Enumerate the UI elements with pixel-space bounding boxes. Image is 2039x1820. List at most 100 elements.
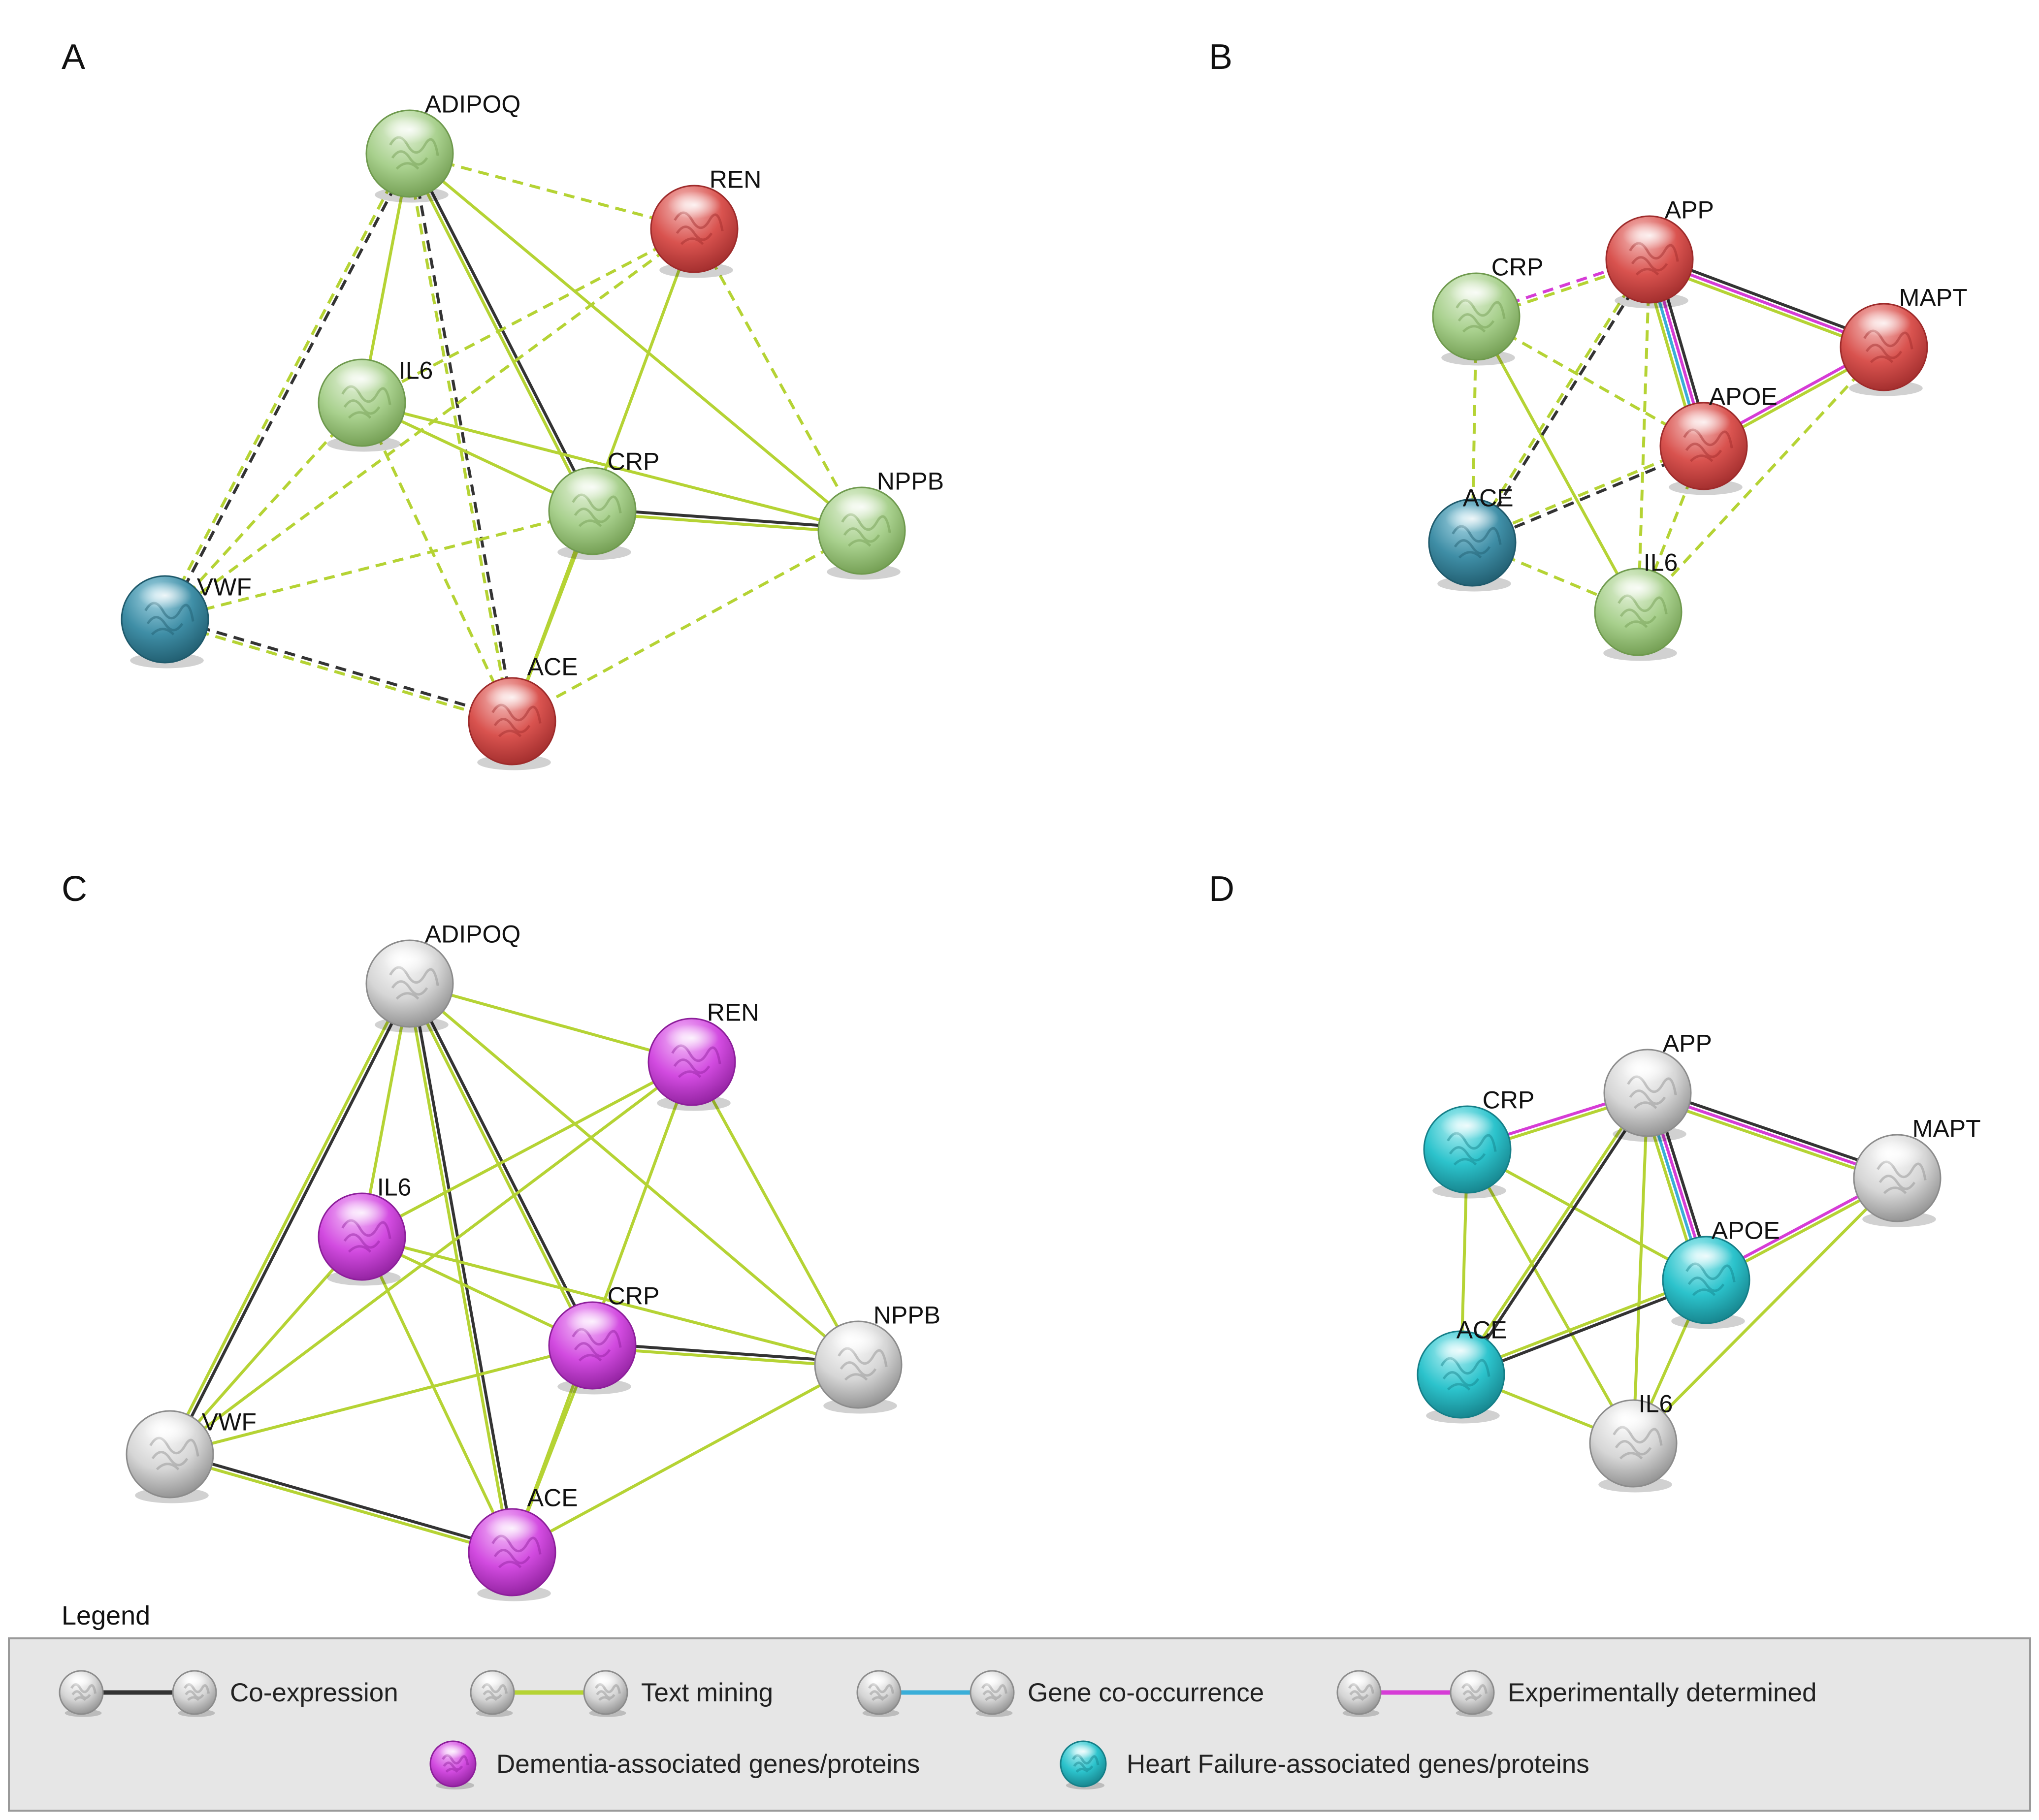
edge-ren-vwf (164, 227, 695, 621)
edge-mapt-il6 (1637, 346, 1885, 613)
node-highlight (565, 473, 619, 501)
node-highlight (479, 1673, 506, 1688)
edge-text-mining (1475, 316, 1640, 613)
node-ace[interactable]: ACE (1428, 484, 1517, 592)
node-highlight (592, 1673, 619, 1688)
edge-nppb-ace (511, 529, 863, 723)
node-label: MAPT (1912, 1115, 1981, 1142)
edge-vwf-ace (168, 1450, 514, 1556)
legend-item-co-expression: Co-expression (59, 1670, 398, 1717)
edge-adipoq-ace (406, 983, 516, 1553)
node-il6[interactable]: IL6 (318, 357, 433, 452)
legend-node-left[interactable] (59, 1670, 104, 1717)
node-ren[interactable]: REN (650, 165, 761, 278)
edge-il6-vwf (163, 401, 363, 621)
node-mapt[interactable]: MAPT (1853, 1115, 1981, 1227)
edge-text-mining (690, 1061, 860, 1366)
node-crp[interactable]: CRP (548, 1282, 659, 1395)
node-ace[interactable]: ACE (468, 653, 578, 770)
legend-node-right[interactable] (583, 1670, 628, 1717)
node-crp[interactable]: CRP (548, 447, 660, 560)
node-vwf[interactable]: VWF (121, 574, 252, 669)
edge-text-mining (1457, 1090, 1647, 1374)
panel-letter-c: C (62, 869, 87, 909)
node-label: IL6 (399, 357, 433, 384)
edge-co-expression (170, 984, 413, 1456)
edge-il6-ace (360, 402, 514, 722)
node-crp[interactable]: CRP (1432, 253, 1543, 366)
node-highlight (67, 1673, 95, 1688)
node-label: CRP (608, 447, 660, 475)
legend-node-right[interactable] (970, 1670, 1015, 1717)
node-highlight (1345, 1673, 1373, 1688)
legend-label: Text mining (641, 1678, 773, 1707)
legend-node-right[interactable] (172, 1670, 217, 1717)
edge-adipoq-crp (406, 152, 596, 513)
edge-ren-vwf (169, 1060, 693, 1456)
legend-node-left[interactable] (856, 1670, 902, 1717)
edge-co-expression (410, 153, 516, 721)
node-highlight (335, 365, 389, 393)
node-label: ADIPOQ (425, 920, 520, 948)
legend-node-left[interactable] (470, 1670, 515, 1717)
legend-node-left[interactable] (1336, 1670, 1382, 1717)
edge-text-mining (163, 620, 512, 725)
node-ace[interactable]: ACE (468, 1484, 578, 1601)
edge-text-mining (406, 154, 512, 722)
node-vwf[interactable]: VWF (126, 1408, 257, 1503)
edge-co-expression (165, 615, 514, 721)
node-highlight (1620, 1055, 1675, 1083)
node-adipoq[interactable]: ADIPOQ (365, 920, 520, 1033)
node-adipoq[interactable]: ADIPOQ (365, 90, 520, 203)
node-nppb[interactable]: NPPB (814, 1301, 940, 1414)
node-highlight (1677, 408, 1731, 436)
node-ren[interactable]: REN (647, 998, 759, 1111)
edge-app-ace (1469, 257, 1653, 544)
edge-text-mining (511, 1363, 859, 1554)
node-il6[interactable]: IL6 (1589, 1390, 1678, 1493)
node-label: IL6 (377, 1173, 412, 1201)
edge-text-mining (168, 1236, 363, 1455)
node-highlight (1622, 222, 1677, 250)
legend-item-text-mining: Text mining (470, 1670, 773, 1717)
panel-letter-b: B (1209, 37, 1232, 77)
edge-text-mining (169, 1060, 693, 1456)
edge-il6-nppb (361, 401, 862, 532)
node-app[interactable]: APP (1603, 1029, 1712, 1142)
node-highlight (565, 1308, 619, 1336)
node-label: IL6 (1639, 1390, 1673, 1417)
node-apoe[interactable]: APOE (1662, 1216, 1780, 1329)
edge-text-mining (169, 1344, 593, 1456)
node-crp[interactable]: CRP (1423, 1086, 1534, 1199)
legend-node-swatch[interactable] (1060, 1740, 1107, 1789)
node-highlight (1449, 279, 1503, 307)
node-apoe[interactable]: APOE (1659, 383, 1778, 495)
legend-node-right[interactable] (1450, 1670, 1495, 1717)
node-highlight (1606, 1405, 1660, 1434)
node-il6[interactable]: IL6 (1594, 548, 1683, 661)
node-mapt[interactable]: MAPT (1840, 284, 1968, 396)
node-app[interactable]: APP (1605, 196, 1714, 309)
node-il6[interactable]: IL6 (318, 1173, 412, 1286)
node-highlight (485, 683, 539, 711)
legend-item-experimental: Experimentally determined (1336, 1670, 1816, 1717)
node-ace[interactable]: ACE (1417, 1316, 1507, 1424)
edge-adipoq-nppb (409, 982, 859, 1366)
legend-item-cyan: Heart Failure-associated genes/proteins (1060, 1740, 1589, 1789)
node-label: ACE (1456, 1316, 1507, 1343)
node-nppb[interactable]: NPPB (817, 467, 944, 580)
legend-label: Experimentally determined (1508, 1678, 1816, 1707)
node-highlight (667, 191, 721, 219)
node-label: ADIPOQ (425, 90, 520, 118)
edge-ren-nppb (693, 228, 863, 532)
panel-c-edges (166, 982, 860, 1556)
node-highlight (1069, 1744, 1098, 1759)
legend-node-swatch[interactable] (429, 1740, 477, 1789)
edge-crp-vwf (164, 510, 593, 621)
node-label: ACE (1463, 484, 1514, 511)
